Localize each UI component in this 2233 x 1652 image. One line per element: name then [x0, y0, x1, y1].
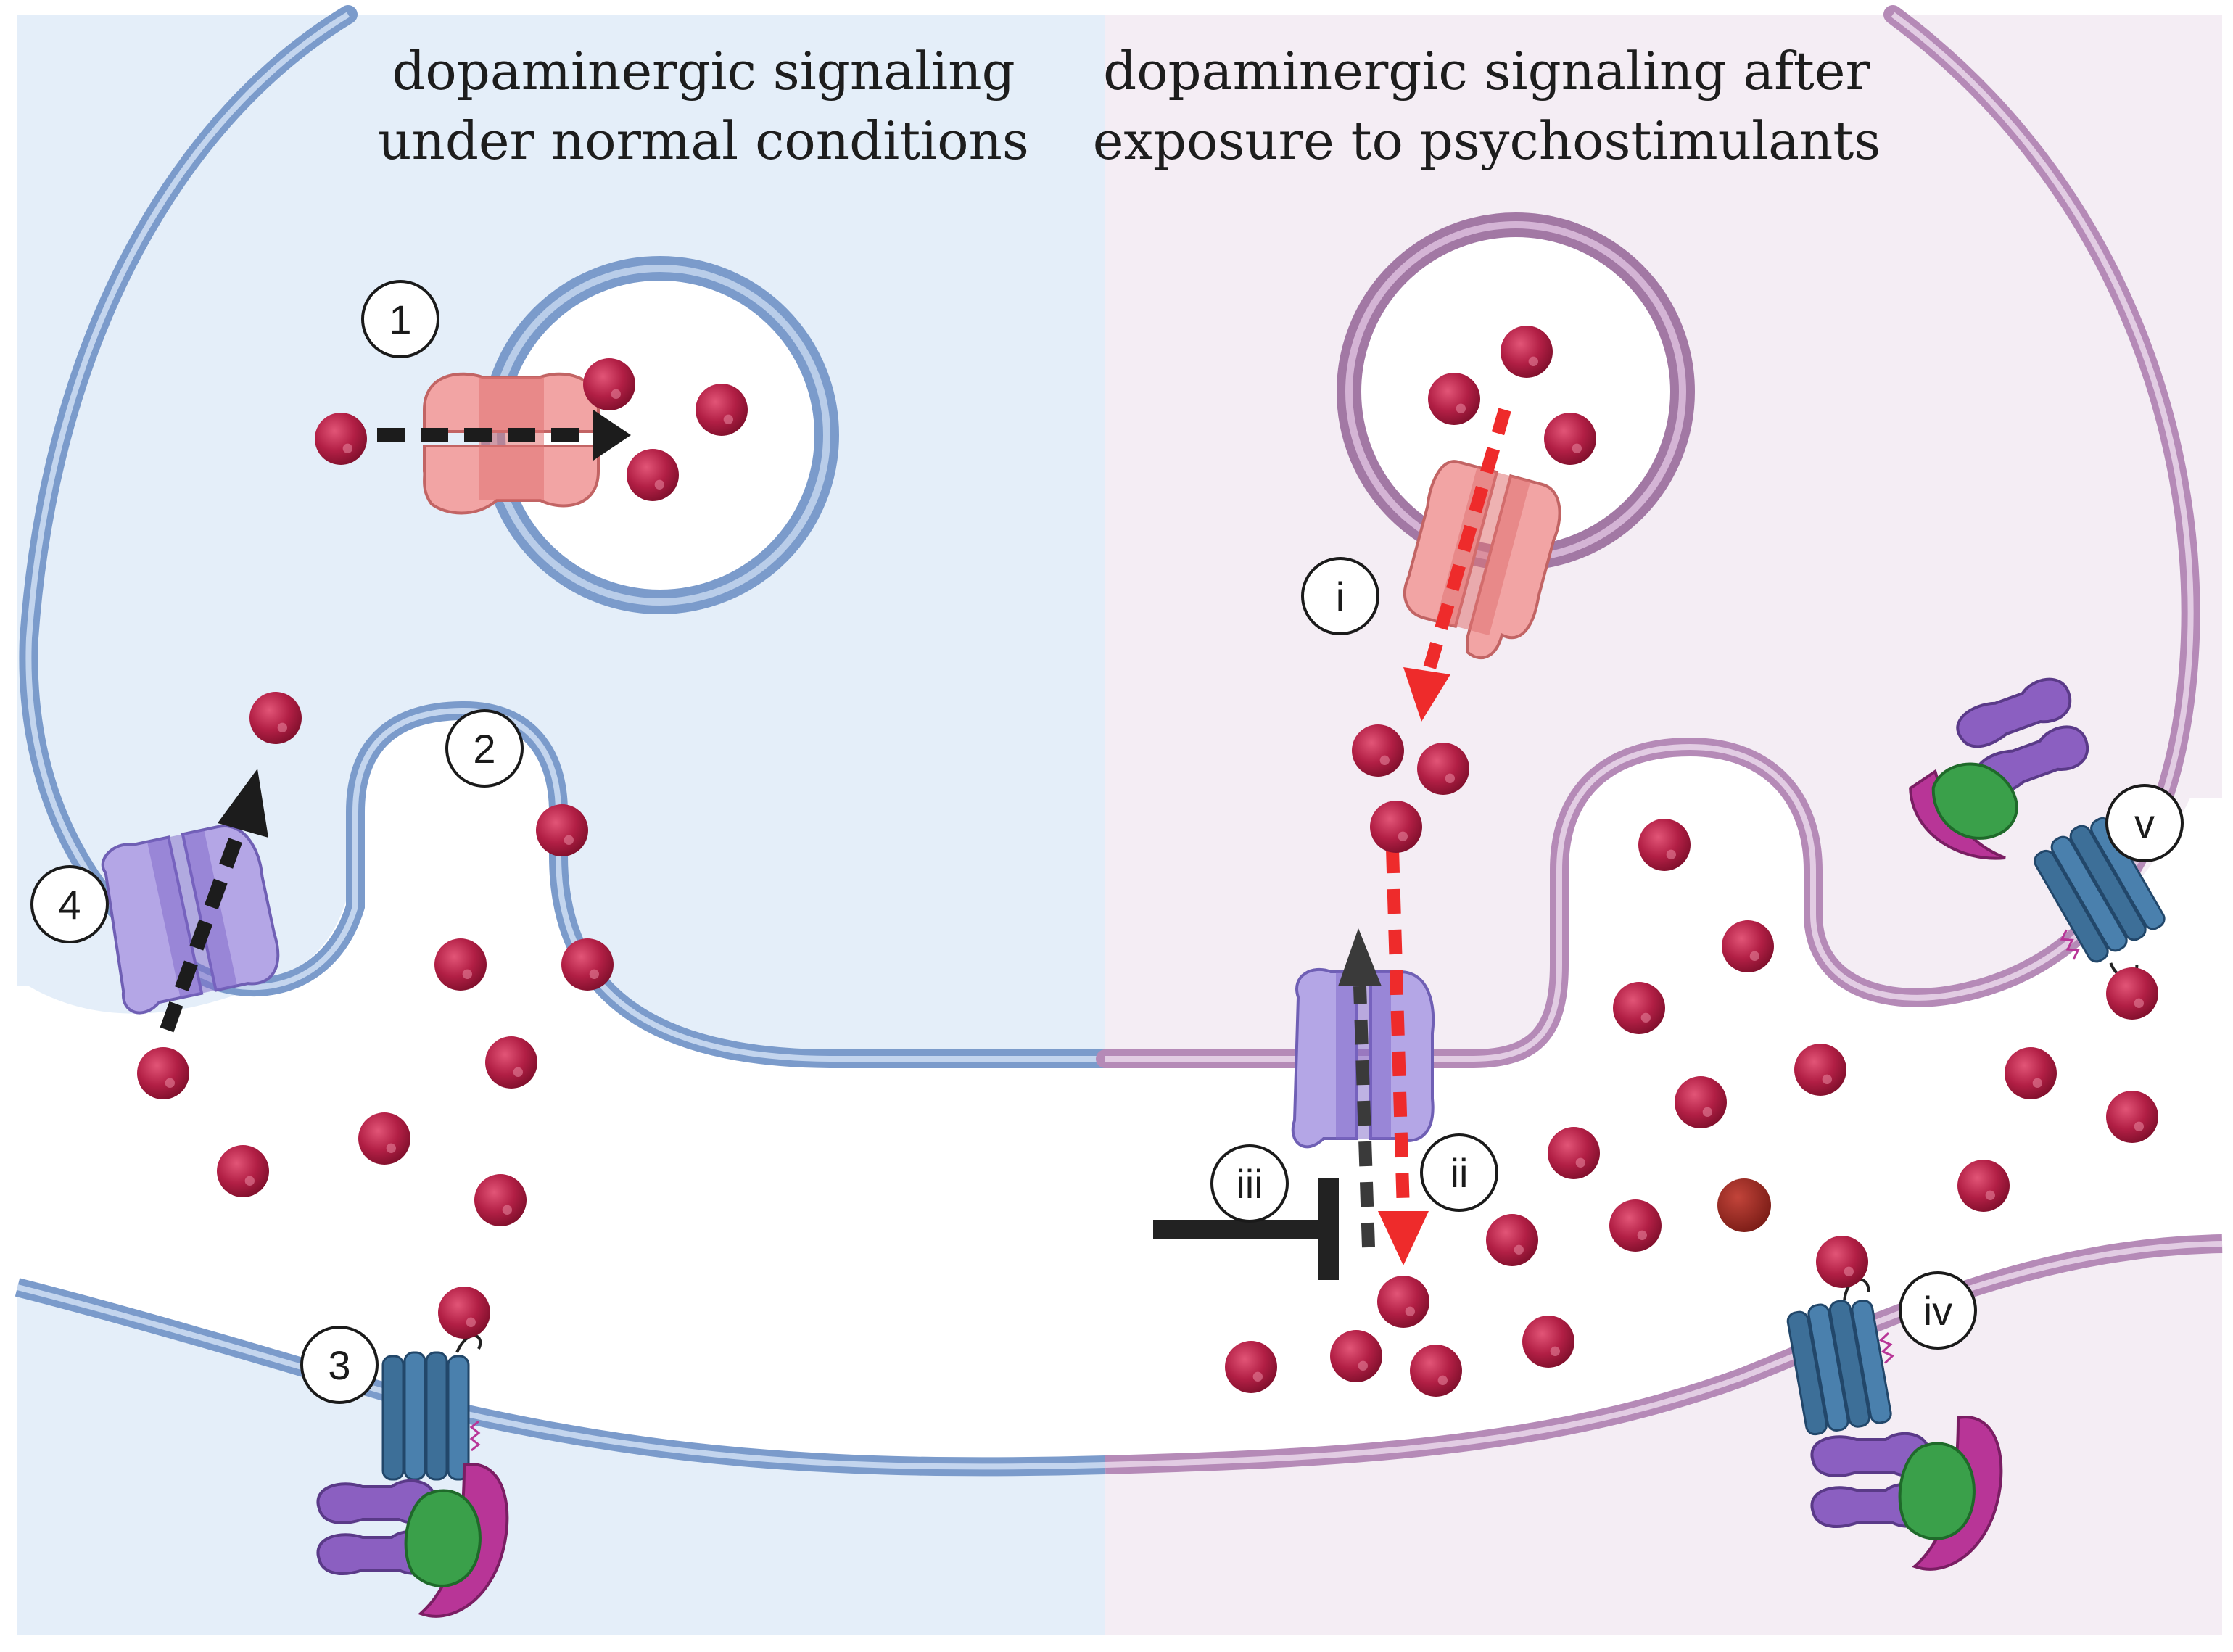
- svg-text:i: i: [1336, 574, 1345, 619]
- dopamine-molecule-icon: [627, 449, 679, 501]
- svg-text:2: 2: [473, 726, 495, 772]
- left-panel-title: dopaminergic signaling under normal cond…: [305, 36, 1102, 175]
- dopamine-molecule-icon: [1722, 920, 1774, 972]
- right-panel-title-line2: exposure to psychostimulants: [1092, 110, 1881, 171]
- dopamine-molecule-icon: [1522, 1316, 1574, 1368]
- step-label-3: 3: [300, 1326, 379, 1404]
- dopamine-molecule-icon: [1428, 373, 1480, 425]
- d-receptor-icon: [1786, 1278, 1895, 1436]
- dat-transporter-icon: [101, 824, 280, 1015]
- dopamine-molecule-icon: [438, 1287, 490, 1339]
- step-label-4: 4: [30, 865, 109, 943]
- dopamine-molecule-icon: [485, 1036, 537, 1089]
- psychostimulant-molecule-icon: [1717, 1178, 1771, 1232]
- svg-text:4: 4: [58, 882, 81, 928]
- dopamine-molecule-icon: [1330, 1330, 1382, 1382]
- dopamine-molecule-icon: [1501, 326, 1553, 378]
- dopamine-molecule-icon: [696, 384, 748, 436]
- dopamine-molecule-icon: [1609, 1199, 1662, 1252]
- step-label-1: 1: [361, 280, 439, 358]
- dopamine-molecule-icon: [1370, 801, 1422, 853]
- dopamine-molecule-icon: [249, 692, 302, 744]
- dopamine-molecule-icon: [1486, 1214, 1538, 1266]
- dopamine-molecule-icon: [315, 413, 367, 465]
- step-label-2: 2: [445, 709, 524, 788]
- right-panel-title: dopaminergic signaling after exposure to…: [1088, 36, 1886, 175]
- dopamine-molecule-icon: [434, 938, 487, 991]
- dopamine-molecule-icon: [583, 358, 635, 410]
- svg-text:v: v: [2134, 801, 2155, 846]
- dopamine-molecule-icon: [1410, 1345, 1462, 1397]
- dopamine-molecule-icon: [1417, 743, 1469, 795]
- step-label-iv: iv: [1899, 1271, 1977, 1350]
- dopamine-molecule-icon: [1225, 1341, 1277, 1393]
- dopamine-molecule-icon: [474, 1174, 527, 1226]
- dopamine-molecule-icon: [561, 938, 614, 991]
- dat-blocked-reuptake-arrow: [1338, 928, 1382, 1248]
- dat-reverse-transport-arrow: [1378, 848, 1429, 1265]
- d-receptor-icon: [381, 1334, 482, 1481]
- dopamine-molecule-icon: [217, 1145, 269, 1197]
- d-receptor-icon: [2034, 817, 2166, 979]
- vmat-transporter-icon: [423, 372, 600, 515]
- svg-text:1: 1: [389, 297, 411, 342]
- svg-text:iii: iii: [1236, 1161, 1263, 1207]
- dopamine-molecule-icon: [536, 804, 588, 856]
- svg-text:iv: iv: [1923, 1288, 1952, 1334]
- dopamine-molecule-icon: [1352, 724, 1404, 777]
- dopamine-molecule-icon: [1548, 1127, 1600, 1179]
- dopamine-molecule-icon: [1613, 982, 1665, 1034]
- left-panel-title-line2: under normal conditions: [378, 110, 1029, 171]
- g-protein-icon: [1909, 677, 2089, 860]
- dopamine-molecule-icon: [1638, 819, 1691, 871]
- g-protein-icon: [1810, 1416, 2003, 1571]
- step-label-v: v: [2105, 784, 2184, 862]
- dopamine-molecule-icon: [2106, 1091, 2158, 1143]
- dopamine-molecule-icon: [1377, 1276, 1429, 1328]
- dopamine-molecule-icon: [2005, 1047, 2057, 1099]
- right-vesicle: [1337, 212, 1695, 571]
- dat-reuptake-arrow: [160, 769, 268, 1033]
- inhibition-bar-icon: [1153, 1178, 1339, 1280]
- dopamine-molecule-icon: [1675, 1076, 1727, 1128]
- dopamine-molecule-icon: [137, 1047, 189, 1099]
- g-protein-icon: [316, 1463, 509, 1618]
- vmat-efflux-arrow: [1403, 408, 1511, 722]
- right-panel-title-line1: dopaminergic signaling after: [1103, 41, 1870, 102]
- svg-text:ii: ii: [1450, 1150, 1469, 1196]
- dopamine-molecule-icon: [2106, 967, 2158, 1020]
- dopamine-molecule-icon: [1957, 1160, 2010, 1212]
- synaptic-cleft: [17, 711, 2222, 1467]
- dopamine-molecule-icon: [1816, 1236, 1868, 1288]
- step-labels: 1 2 3 4 i ii iii iv: [30, 280, 2184, 1404]
- dopamine-molecule-icon: [358, 1112, 410, 1165]
- step-label-i: i: [1301, 557, 1379, 635]
- step-label-iii: iii: [1210, 1144, 1289, 1223]
- vmat-uptake-arrow: [377, 410, 631, 461]
- dopamine-molecule-icon: [1794, 1044, 1846, 1096]
- dopamine-molecule-icon: [1544, 413, 1596, 465]
- left-panel-title-line1: dopaminergic signaling: [392, 41, 1015, 102]
- svg-text:3: 3: [328, 1342, 350, 1388]
- step-label-ii: ii: [1420, 1133, 1498, 1212]
